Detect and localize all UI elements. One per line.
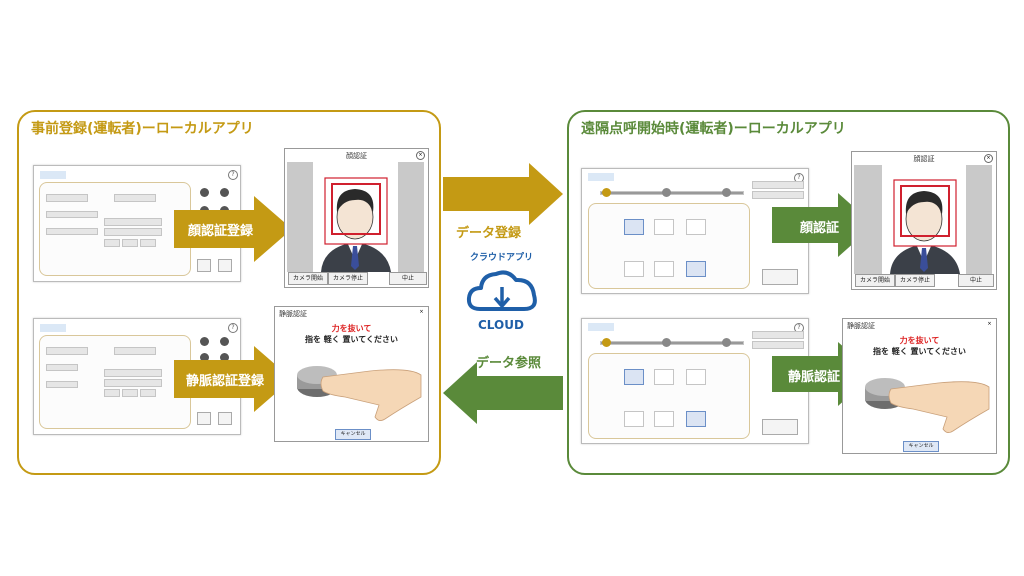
ok-button <box>197 259 211 272</box>
face-auth-dialog: 顔認証 × カメラ開始 カメラ停止 中止 <box>851 151 997 290</box>
app-logo <box>588 173 614 181</box>
vein-register-arrow <box>174 346 292 412</box>
face-auth-arrow <box>772 193 874 257</box>
return-button <box>218 259 232 272</box>
step-icon <box>722 338 731 347</box>
copy-icon <box>220 353 229 362</box>
help-icon: ? <box>228 323 238 333</box>
f10-return-button <box>762 269 798 285</box>
vein-auth-label: 静脈認証 <box>788 370 841 385</box>
vein-auth-dialog: 静脈認証 × 力を抜いて 指を 軽く 置いてください キャンセル <box>842 318 997 454</box>
rollcall-app-screenshot: ? <box>581 318 809 444</box>
dialog-title: 顔認証 <box>913 155 935 163</box>
record-icon <box>220 188 229 197</box>
camera-icon <box>200 353 209 362</box>
close-icon[interactable]: × <box>984 154 993 163</box>
help-icon: ? <box>228 170 238 180</box>
cloud-label: CLOUD <box>478 318 524 332</box>
camera-stop-button[interactable]: カメラ停止 <box>328 272 368 285</box>
step-icon <box>662 338 671 347</box>
step-icon <box>602 338 611 347</box>
data-reference-label: データ参照 <box>476 356 542 371</box>
camera-stop-button[interactable]: カメラ停止 <box>895 274 935 287</box>
record-icon <box>220 337 229 346</box>
vein-scanner-illustration <box>865 378 990 433</box>
app-logo <box>40 324 66 332</box>
dialog-title: 静脈認証 <box>847 322 875 330</box>
panel-title: 遠隔点呼開始時(運転者)ーローカルアプリ <box>581 121 846 137</box>
instruction-line-2: 指を 軽く 置いてください <box>304 335 399 344</box>
face-register-label: 顔認証登録 <box>188 224 254 239</box>
data-register-label: データ登録 <box>456 226 522 241</box>
vein-auth-dialog: 静脈認証 × 力を抜いて 指を 軽く 置いてください キャンセル <box>274 306 429 442</box>
camera-frame <box>313 162 398 272</box>
cloud-app-label: クラウドアプリ <box>470 253 534 263</box>
cancel-button[interactable]: 中止 <box>389 272 427 285</box>
panel-title: 事前登録(運転者)ーローカルアプリ <box>31 121 254 137</box>
cloud-icon <box>466 270 537 311</box>
app-logo <box>588 323 614 331</box>
return-button <box>218 412 232 425</box>
close-icon[interactable]: × <box>416 151 425 160</box>
face-register-arrow <box>174 196 292 262</box>
ok-button <box>197 412 211 425</box>
settings-icon <box>200 337 209 346</box>
vein-scanner-illustration <box>297 366 422 421</box>
camera-start-button[interactable]: カメラ開始 <box>855 274 895 287</box>
registration-app-screenshot: ? <box>33 165 241 282</box>
app-logo <box>40 171 66 179</box>
vein-register-label: 静脈認証登録 <box>186 374 265 389</box>
cancel-button[interactable]: キャンセル <box>335 429 371 440</box>
settings-icon <box>200 188 209 197</box>
data-reference-arrow <box>443 362 563 424</box>
close-icon[interactable]: × <box>987 321 992 327</box>
face-auth-dialog: 顔認証 × カメラ開始 カメラ停止 中止 <box>284 148 429 288</box>
dialog-title: 顔認証 <box>346 152 367 160</box>
step-icon <box>722 188 731 197</box>
step-icon <box>602 188 611 197</box>
f10-return-button <box>762 419 798 435</box>
camera-frame <box>882 165 966 274</box>
instruction-line-1: 力を抜いて <box>899 336 940 345</box>
rollcall-app-screenshot: ? <box>581 168 809 294</box>
data-register-arrow <box>443 163 563 225</box>
close-icon[interactable]: × <box>419 309 424 315</box>
face-auth-label: 顔認証 <box>800 221 840 236</box>
instruction-line-2: 指を 軽く 置いてください <box>872 347 967 356</box>
step-icon <box>662 188 671 197</box>
cancel-button[interactable]: 中止 <box>958 274 994 287</box>
instruction-line-1: 力を抜いて <box>331 324 372 333</box>
driver-portrait <box>890 179 960 274</box>
cancel-button[interactable]: キャンセル <box>903 441 939 452</box>
camera-start-button[interactable]: カメラ開始 <box>288 272 328 285</box>
dialog-title: 静脈認証 <box>279 310 307 318</box>
driver-portrait <box>321 177 391 272</box>
